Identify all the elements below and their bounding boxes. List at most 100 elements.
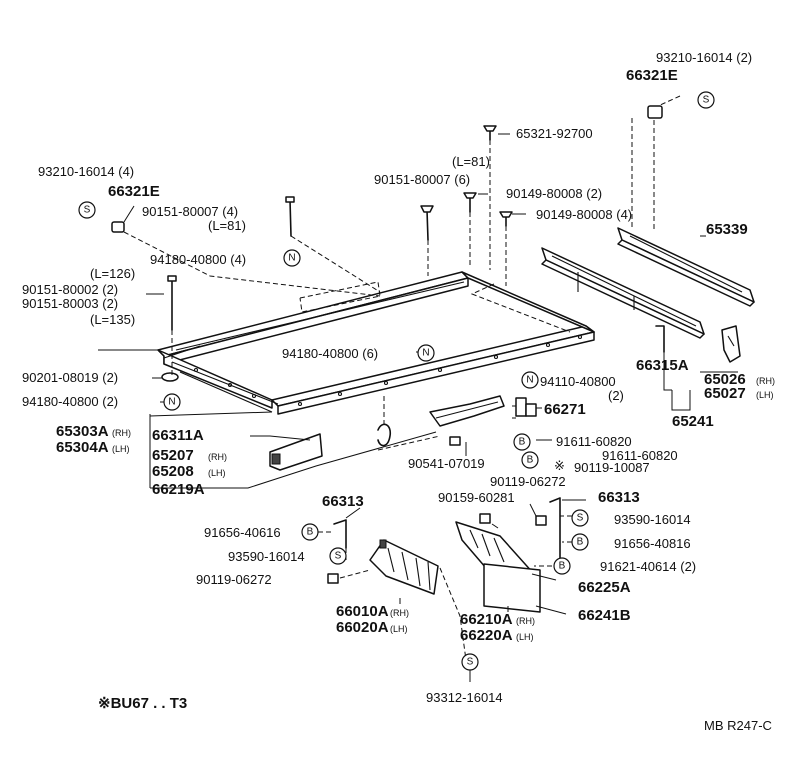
bolt-90149-80008-2 (463, 192, 477, 213)
symbol-B-91621: B (553, 557, 571, 575)
side-rail-65339 (617, 227, 755, 307)
label-90151-80003-2: 90151-80003 (2) (22, 296, 118, 311)
label-65303A-rh: (RH) (112, 428, 131, 438)
label-note-mark: ※ (554, 458, 565, 473)
bolt-90541-07019 (449, 436, 461, 446)
label-93210-16014-4: 93210-16014 (4) (38, 164, 134, 179)
label-66220A-lh: (LH) (516, 632, 534, 642)
symbol-S-93590-right: S (571, 509, 589, 527)
svg-text:S: S (467, 657, 474, 668)
label-90159-60281: 90159-60281 (438, 490, 515, 505)
label-91656-40816: 91656-40816 (614, 536, 691, 551)
label-66315A: 66315A (636, 357, 689, 374)
label-66271: 66271 (544, 401, 586, 418)
bracket-66313-left (333, 519, 347, 549)
label-93590-16014-right: 93590-16014 (614, 512, 691, 527)
symbol-S-left: S (78, 201, 96, 219)
label-65026: 65026 (704, 371, 746, 388)
svg-text:B: B (519, 437, 526, 448)
svg-text:S: S (84, 205, 91, 216)
mudguard-66010A (369, 539, 439, 595)
svg-text:S: S (577, 513, 584, 524)
label-65304A-lh: (LH) (112, 444, 130, 454)
bracket-66315A (655, 325, 665, 353)
svg-text:S: S (335, 551, 342, 562)
hook-66311A (377, 423, 392, 447)
symbol-S-93312: S (461, 653, 479, 671)
label-91621-40614-2: 91621-40614 (2) (600, 559, 696, 574)
label-65207-rh: (RH) (208, 452, 227, 462)
svg-text:B: B (577, 537, 584, 548)
part-labels: 93210-16014 (2) 66321E 65321-92700 (L=81… (22, 50, 775, 733)
symbol-N-94180-4: N (283, 249, 301, 267)
flap-66241B (483, 563, 541, 613)
label-90201-08019-2: 90201-08019 (2) (22, 370, 118, 385)
bolt-65321-92700 (483, 125, 497, 141)
label-65304A: 65304A (56, 439, 109, 456)
label-65339: 65339 (706, 221, 748, 238)
label-model-note: ※BU67 . . T3 (98, 695, 187, 712)
label-94180-40800-4: 94180-40800 (4) (150, 252, 246, 267)
svg-text:B: B (559, 561, 566, 572)
label-66225A: 66225A (578, 579, 631, 596)
svg-text:N: N (168, 397, 175, 408)
label-66241B: 66241B (578, 607, 631, 624)
bracket-65026 (721, 325, 741, 363)
label-93210-16014-2: 93210-16014 (2) (656, 50, 752, 65)
label-65303A: 65303A (56, 423, 109, 440)
label-91611-60820-a: 91611-60820 (556, 434, 632, 449)
label-66219A: 66219A (152, 481, 205, 498)
label-65207: 65207 (152, 447, 194, 464)
svg-text:B: B (527, 455, 534, 466)
label-94110-qty: (2) (608, 388, 624, 403)
svg-text:B: B (307, 527, 314, 538)
label-94180-40800-2: 94180-40800 (2) (22, 394, 118, 409)
label-90119-10087: 90119-10087 (574, 460, 650, 475)
label-90151-80002-2: 90151-80002 (2) (22, 282, 118, 297)
label-ref-code: MB R247-C (704, 718, 772, 733)
symbol-S-93590-left: S (329, 547, 347, 565)
label-90541-07019: 90541-07019 (408, 456, 485, 471)
label-66210A: 66210A (460, 611, 513, 628)
leader-lines (98, 133, 738, 682)
washer-90201 (161, 372, 179, 382)
label-91611-60820-b: 91611-60820 (602, 448, 678, 463)
label-94180-40800-6: 94180-40800 (6) (282, 346, 378, 361)
bracket-66313-right (549, 497, 561, 561)
label-L81-top: (L=81) (452, 154, 490, 169)
symbol-S-top-right: S (697, 91, 715, 109)
label-65026-rh: (RH) (756, 376, 775, 386)
label-L81-left: (L=81) (208, 218, 246, 233)
label-66321E-right: 66321E (626, 67, 678, 84)
bolt-90119-06272-left (327, 573, 339, 584)
symbol-N-94180-2: N (163, 393, 181, 411)
label-66020A: 66020A (336, 619, 389, 636)
label-90119-06272-right: 90119-06272 (490, 474, 566, 489)
svg-text:N: N (526, 375, 533, 386)
bolt-90151-80007-4 (285, 196, 295, 237)
label-L135: (L=135) (90, 312, 135, 327)
bracket-66271 (515, 397, 537, 417)
label-65208-lh: (LH) (208, 468, 226, 478)
label-66020A-lh: (LH) (390, 624, 408, 634)
label-L126: (L=126) (90, 266, 135, 281)
symbol-B-91611-a: B (513, 433, 531, 451)
nut-66321E-left (111, 221, 125, 233)
bolt-90151-80002 (167, 275, 177, 331)
bolt-90149-80008-4 (499, 211, 513, 227)
symbol-B-91611-b: B (521, 451, 539, 469)
label-66210A-rh: (RH) (516, 616, 535, 626)
label-66311A: 66311A (152, 427, 204, 444)
label-90119-06272-left: 90119-06272 (196, 572, 272, 587)
label-90149-80008-4: 90149-80008 (4) (536, 207, 632, 222)
symbol-N-94110: N (521, 371, 539, 389)
symbol-N-94180-6: N (417, 344, 435, 362)
label-93590-16014-left: 93590-16014 (228, 549, 305, 564)
label-66010A: 66010A (336, 603, 389, 620)
bracket-65207 (269, 433, 323, 471)
stay-66219A (429, 395, 505, 427)
label-93312-16014: 93312-16014 (426, 690, 503, 705)
symbol-B-91656-40616: B (301, 523, 319, 541)
label-65241: 65241 (672, 413, 714, 430)
